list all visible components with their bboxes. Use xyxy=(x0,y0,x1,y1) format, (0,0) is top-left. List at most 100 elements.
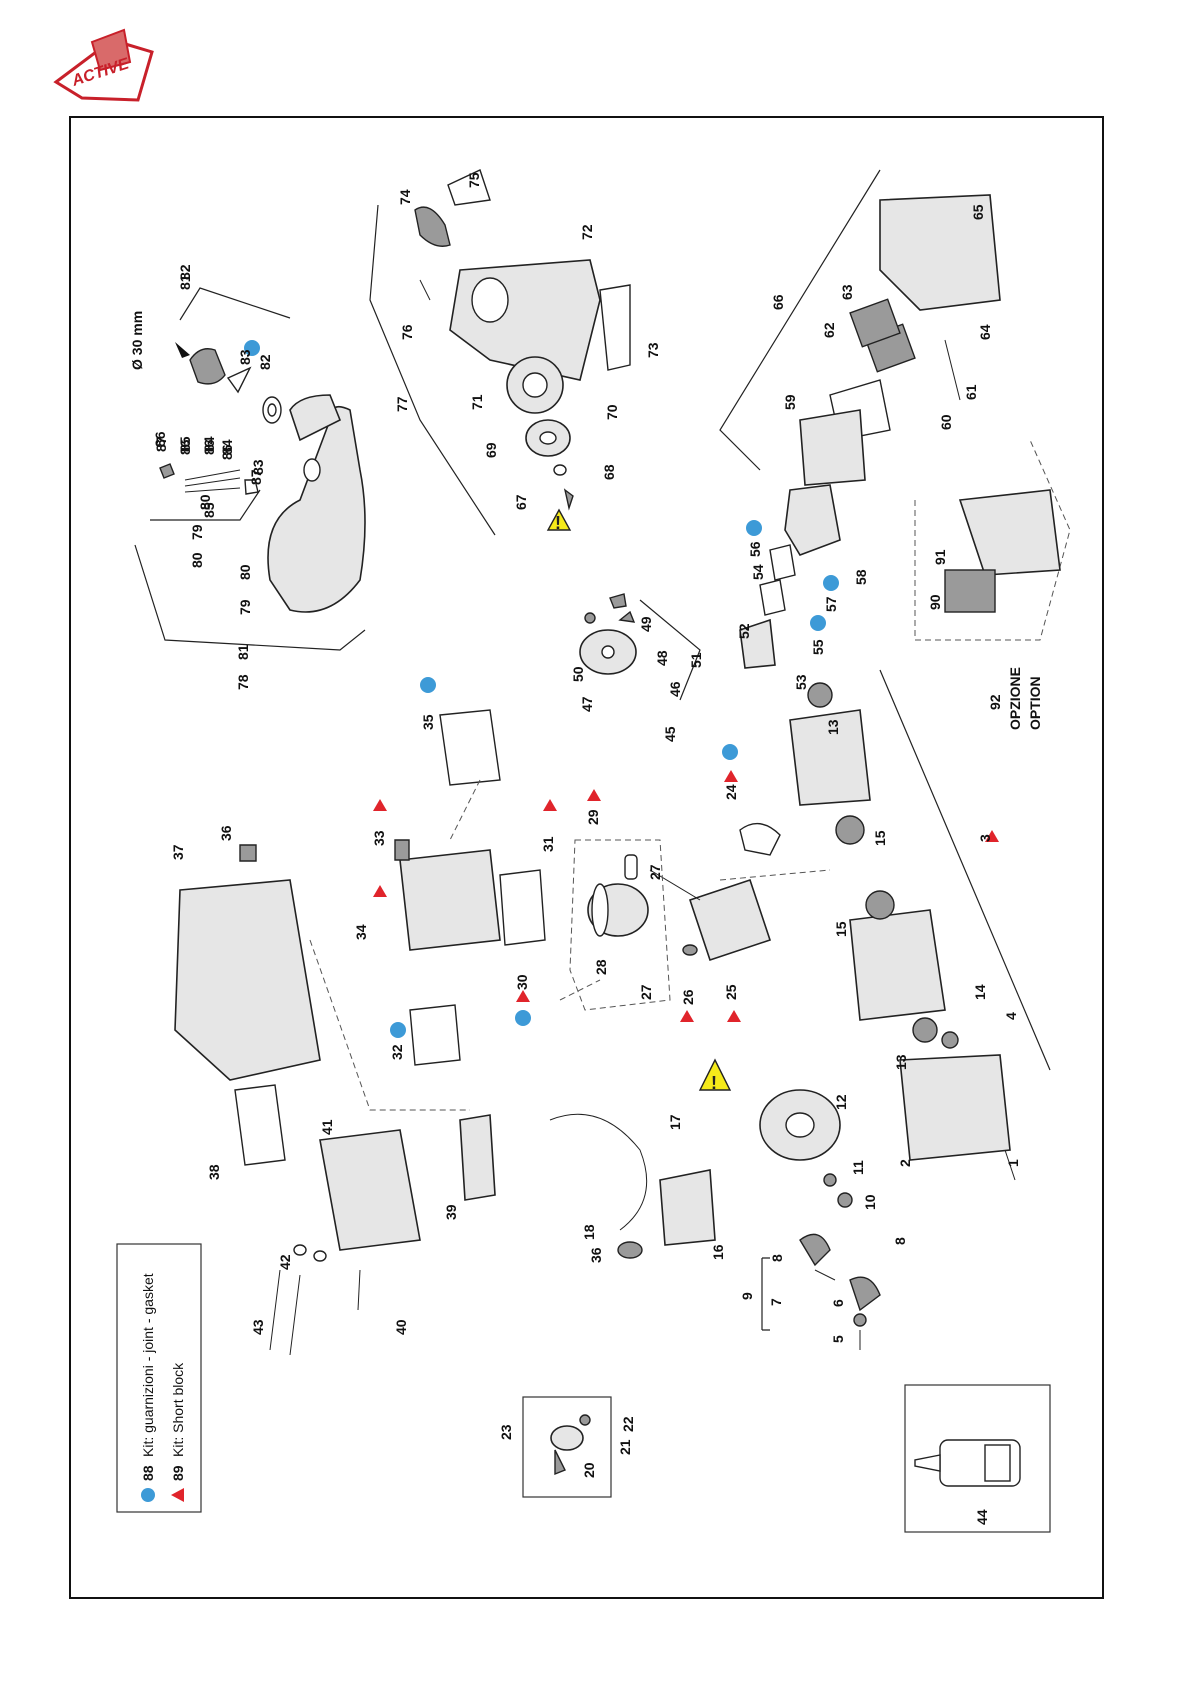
kit89-marker-33 xyxy=(373,799,387,811)
part-label-71: 71 xyxy=(469,394,485,410)
part-label-11: 11 xyxy=(850,1160,866,1175)
part-label-79: 79 xyxy=(237,599,253,615)
fuel-tank-neck xyxy=(289,394,342,442)
intake-parts xyxy=(579,593,701,701)
oil-bottle-nozzle xyxy=(914,1454,941,1472)
svg-text:84: 84 xyxy=(201,436,217,452)
kit88-marker-35 xyxy=(420,677,436,693)
kit88-marker-82 xyxy=(244,340,260,356)
part-label-33: 33 xyxy=(371,830,387,846)
part-label-75: 75 xyxy=(466,172,482,188)
air-cover-64 xyxy=(879,194,1001,311)
fuel-cap xyxy=(189,348,226,385)
part-label-41: 41 xyxy=(319,1119,335,1135)
kit88-marker-24 xyxy=(722,744,738,760)
part-label-67: 67 xyxy=(513,494,529,510)
part-20 xyxy=(554,1449,566,1476)
part-label-15a: 15 xyxy=(872,830,888,846)
air-filter-group xyxy=(719,169,1001,486)
part-label-68: 68 xyxy=(601,464,617,480)
part-label-17: 17 xyxy=(667,1114,683,1130)
part-label-44: 44 xyxy=(974,1509,990,1525)
part-label-81: 81 xyxy=(177,274,193,290)
part-label-45: 45 xyxy=(662,726,678,742)
part-label-51: 51 xyxy=(688,652,704,668)
arrow-indicator xyxy=(175,342,190,358)
legend-red-triangle xyxy=(171,1488,184,1502)
kit89-marker-25 xyxy=(727,1010,741,1022)
part-label-27b: 27 xyxy=(638,984,654,1000)
ignition-group: ! xyxy=(549,1058,841,1259)
part-label-2: 2 xyxy=(897,1159,913,1167)
bracket-81 xyxy=(179,287,291,321)
pin xyxy=(624,854,638,880)
part-label-5: 5 xyxy=(830,1335,846,1343)
part-label-36b: 36 xyxy=(588,1247,604,1263)
option-dashed-border xyxy=(914,439,1071,641)
washer-42b xyxy=(313,1250,327,1262)
part-label-24: 24 xyxy=(723,784,739,800)
part-label-20: 20 xyxy=(581,1462,597,1478)
gasket-24 xyxy=(739,822,781,856)
part-label-18: 18 xyxy=(581,1224,597,1240)
part-label-8a: 8 xyxy=(769,1254,785,1262)
svg-text:86: 86 xyxy=(152,431,168,447)
part-label-39: 39 xyxy=(443,1204,459,1220)
bearing-15-top xyxy=(835,815,865,845)
part-label-76: 76 xyxy=(399,324,415,340)
part-label-69: 69 xyxy=(483,442,499,458)
svg-text:80: 80 xyxy=(197,494,213,510)
shroud-37 xyxy=(174,879,321,1081)
part-label-78: 78 xyxy=(235,674,251,690)
svg-text:85: 85 xyxy=(177,436,193,452)
part-label-37: 37 xyxy=(170,844,186,860)
part-label-13b: 13 xyxy=(893,1054,909,1070)
ring-28 xyxy=(591,883,609,937)
svg-text:80: 80 xyxy=(237,564,253,580)
manifold-53 xyxy=(739,618,776,669)
part-label-15b: 15 xyxy=(833,921,849,937)
kit-23-box xyxy=(522,1396,612,1498)
part-label-32: 32 xyxy=(389,1044,405,1060)
option-label-en: OPTION xyxy=(1027,676,1043,730)
clutch-shoe-8b xyxy=(849,1276,881,1312)
washer-6 xyxy=(853,1313,867,1327)
part-label-16: 16 xyxy=(710,1244,726,1260)
spring-7 xyxy=(814,1269,836,1281)
part-label-63: 63 xyxy=(839,284,855,300)
part-label-90: 90 xyxy=(927,594,943,610)
svg-text:82: 82 xyxy=(177,264,193,280)
fuel-cap-strap xyxy=(226,366,252,394)
bracket-51 xyxy=(639,599,701,701)
cylinder-31 xyxy=(399,849,501,951)
svg-text:87: 87 xyxy=(248,469,264,485)
part-22 xyxy=(579,1414,591,1426)
gasket-35 xyxy=(439,709,501,786)
ignition-coil xyxy=(659,1169,716,1246)
part-label-35: 35 xyxy=(420,714,436,730)
spark-cap xyxy=(617,1241,643,1259)
part-label-65: 65 xyxy=(970,204,986,220)
part-label-64: 64 xyxy=(977,324,993,340)
part-label-87: 87 xyxy=(153,436,169,452)
part-label-43: 43 xyxy=(250,1319,266,1335)
part-label-80: 80 xyxy=(189,552,205,568)
svg-text:!: ! xyxy=(711,1073,717,1093)
legend: 88 Kit: guarnizioni - joint - gasket 89 … xyxy=(116,1243,202,1513)
drawing-frame xyxy=(69,116,1104,1599)
part-label-86a: 86 xyxy=(177,439,193,455)
part-label-9: 9 xyxy=(739,1292,755,1300)
part-label-48: 48 xyxy=(654,650,670,666)
kit88-marker-57 xyxy=(823,575,839,591)
part-label-7: 7 xyxy=(768,1298,784,1306)
svg-text:!: ! xyxy=(555,513,561,533)
part-label-85: 85 xyxy=(201,502,217,518)
fuel-lines xyxy=(184,469,241,493)
muffler-group xyxy=(269,1114,496,1356)
muffler-gasket-39 xyxy=(459,1114,496,1201)
part-label-31: 31 xyxy=(540,836,556,852)
washer-10 xyxy=(837,1192,853,1208)
part-label-70: 70 xyxy=(604,404,620,420)
option-filter-90 xyxy=(944,569,996,613)
